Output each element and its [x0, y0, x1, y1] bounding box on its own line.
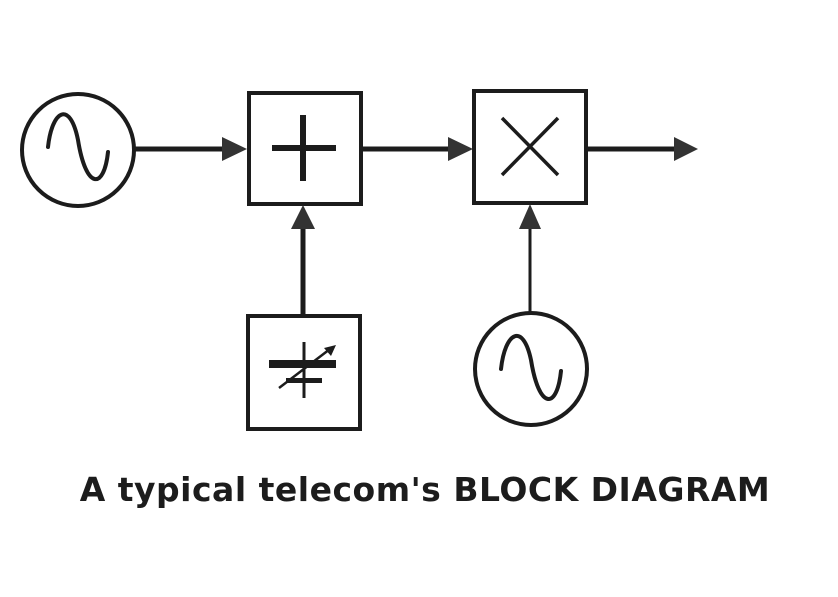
arrow-head-icon [291, 205, 315, 229]
multiply-icon-stroke [500, 116, 560, 177]
connection-oscillator-2-to-multiplier [519, 204, 541, 314]
adder-block [247, 91, 363, 206]
sine-wave-icon [46, 112, 110, 182]
adder-box [247, 91, 363, 206]
arrow-head-icon [519, 204, 541, 229]
sine-wave-icon [499, 334, 563, 401]
connection-capacitor-to-adder [291, 205, 315, 315]
arrow-head-icon [448, 137, 473, 161]
connection-oscillator-1-to-adder [134, 137, 247, 161]
connection-adder-to-multiplier [361, 137, 473, 161]
diagram-caption: A typical telecom's BLOCK DIAGRAM [79, 470, 771, 509]
multiplier-block [472, 89, 588, 205]
oscillator-2 [473, 311, 589, 427]
arrow-head-icon [222, 137, 247, 161]
variable-capacitor-icon [269, 342, 336, 398]
arrow-head-icon [674, 137, 698, 161]
oscillator-1 [20, 92, 136, 208]
output-arrow [586, 137, 698, 161]
variable-capacitor-block [246, 314, 362, 431]
